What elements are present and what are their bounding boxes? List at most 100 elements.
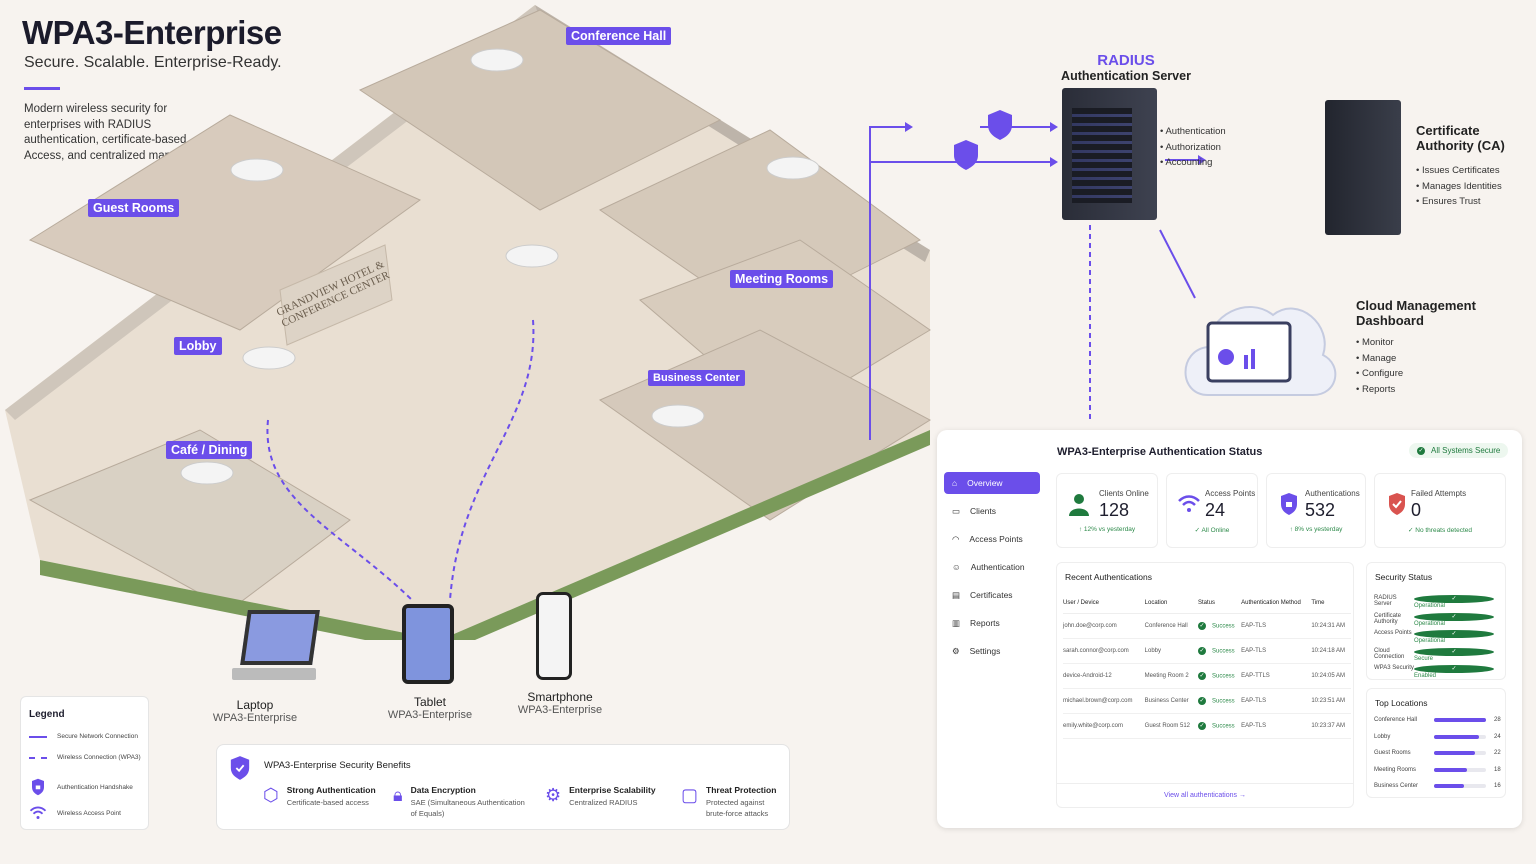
radius-bullets: AuthenticationAuthorizationAccounting [1160,124,1225,171]
dashboard-title: WPA3-Enterprise Authentication Status [1057,446,1263,458]
table-cell: ✓Success [1197,713,1242,739]
nav-settings[interactable]: ⚙Settings [952,645,1001,657]
table-cell: EAP-TLS [1241,713,1312,739]
check-icon: ✓ [1197,646,1206,655]
page-subtitle: Secure. Scalable. Enterprise-Ready. [24,54,282,71]
home-icon: ⌂ [952,478,958,488]
table-cell: EAP-TLS [1241,688,1312,714]
legend-item-access-point: Wireless Access Point [29,805,121,821]
room-label-meeting-rooms: Meeting Rooms [730,270,834,288]
security-status-row: Certificate Authority✓Operational [1374,612,1500,627]
auth-status-dashboard: WPA3-Enterprise Authentication Status ✓A… [937,430,1522,828]
report-icon: ▥ [952,617,961,628]
certificate-icon: ▤ [952,589,961,600]
location-bar [1434,751,1486,755]
table-cell: ✓Success [1197,613,1242,639]
table-cell: ✓Success [1197,688,1242,714]
room-label-cafe-dining: Café / Dining [166,441,253,459]
shield-lock-icon [1281,493,1297,515]
nav-authentication[interactable]: ☺Authentication [952,562,1025,572]
legend-item-secure-connection: Secure Network Connection [29,733,138,740]
check-icon: ✓ [1414,630,1494,638]
tablet-image [402,604,454,684]
table-cell: 10:24:18 AM [1311,638,1351,664]
wifi-icon [1178,495,1200,512]
wifi-icon [29,806,47,819]
radius-server-image [1062,88,1157,220]
table-cell: device-Android-12 [1063,663,1145,689]
room-label-conference-hall: Conference Hall [566,27,672,45]
check-icon: ✓ [1197,721,1206,730]
page-title: WPA3-Enterprise [22,14,282,51]
nav-reports[interactable]: ▥Reports [952,617,1000,629]
table-cell: EAP-TTLS [1241,663,1312,689]
table-cell: ✓Success [1197,663,1242,689]
table-cell: Conference Hall [1144,613,1198,639]
network-icon: ⚙ [545,785,562,805]
security-status-row: RADIUS Server✓Operational [1374,595,1500,609]
all-secure-badge: ✓All Systems Secure [1409,443,1509,458]
column-header: Authentication Method [1241,593,1312,614]
smartphone-image [536,592,572,680]
legend-item-auth-handshake: Authentication Handshake [29,777,133,797]
table-cell: michael.brown@corp.com [1063,688,1145,714]
radius-heading: RADIUS Authentication Server [1061,52,1191,83]
check-icon: ✓ [1414,647,1494,656]
check-icon: ✓ [1414,595,1494,603]
shield-check-icon [230,756,250,780]
user-icon: ☺ [952,562,961,572]
cloud-icon [1184,305,1337,396]
location-bar [1434,767,1486,772]
room-label-lobby: Lobby [174,337,222,355]
check-icon: ✓ [1197,696,1206,705]
security-status-row: Access Points✓Operational [1374,630,1500,644]
room-label-guest-rooms: Guest Rooms [88,199,180,217]
shield-check-icon [1389,493,1405,515]
ca-title: Certificate Authority (CA) [1416,123,1505,153]
table-cell: EAP-TLS [1241,638,1312,664]
nav-overview[interactable]: ⌂Overview [944,472,1040,494]
ca-bullets: Issues CertificatesManages IdentitiesEns… [1416,163,1502,210]
laptop-image [232,610,320,690]
nav-clients[interactable]: ▭Clients [952,505,997,517]
check-icon: ✓ [1417,446,1425,455]
legend: Legend Secure Network Connection Wireles… [20,696,149,830]
divider [24,87,60,90]
table-cell: 10:23:37 AM [1311,713,1351,739]
nav-certificates[interactable]: ▤Certificates [952,589,1013,601]
table-cell: john.doe@corp.com [1063,613,1145,639]
table-cell: Meeting Room 2 [1144,663,1198,689]
table-cell: 10:24:05 AM [1311,663,1351,689]
column-header: Status [1197,593,1242,614]
solid-line-icon [29,735,47,738]
view-all-authentications-link[interactable]: View all authentications → [1057,783,1353,799]
monitor-icon: ▭ [952,505,961,516]
check-icon: ✓ [1414,612,1494,621]
table-cell: sarah.connor@corp.com [1063,638,1145,664]
nav-access-points[interactable]: ◠Access Points [952,533,1023,545]
room-label-business-center: Business Center [648,370,745,386]
table-cell: Guest Room 512 [1144,713,1198,739]
column-header: Location [1144,593,1198,614]
table-cell: 10:24:31 AM [1311,613,1351,639]
floor-plan-illustration [5,5,932,640]
